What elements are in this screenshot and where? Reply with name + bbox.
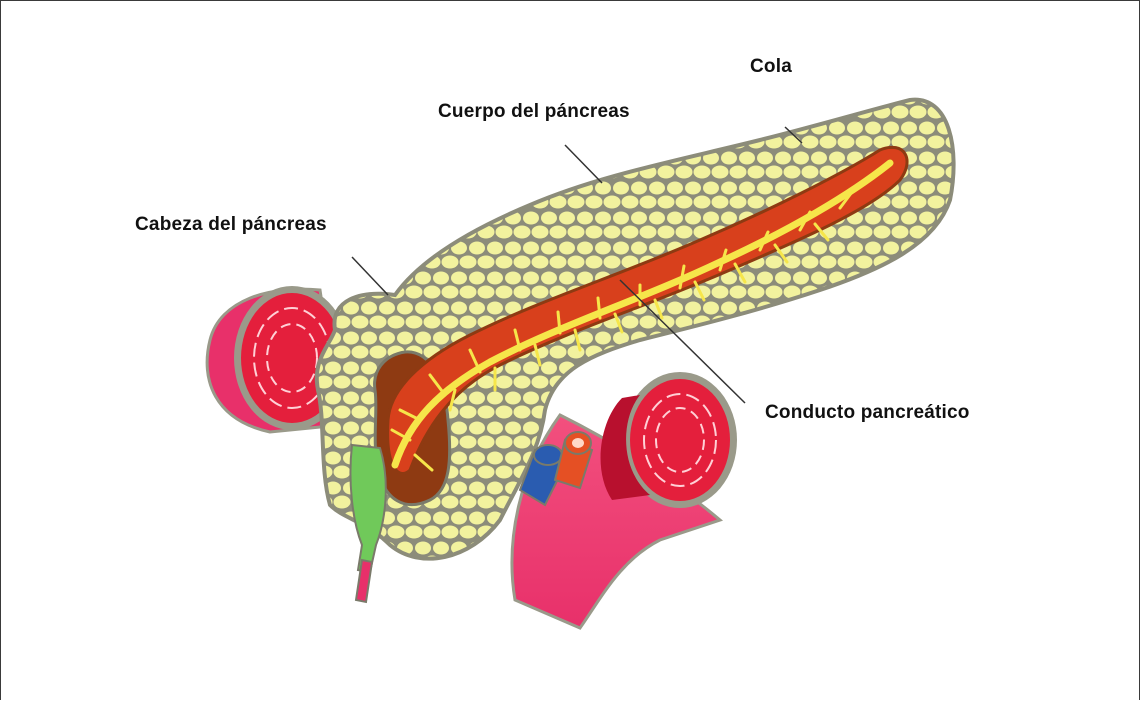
label-cola: Cola [750, 56, 792, 78]
label-cabeza-del-pancreas: Cabeza del páncreas [135, 214, 327, 236]
leader-line-cuerpo [565, 145, 602, 183]
leader-line-cabeza [352, 257, 388, 295]
label-cuerpo-del-pancreas: Cuerpo del páncreas [438, 101, 630, 123]
label-conducto-pancreatico: Conducto pancreático [765, 402, 970, 424]
bile-duct [350, 445, 385, 602]
